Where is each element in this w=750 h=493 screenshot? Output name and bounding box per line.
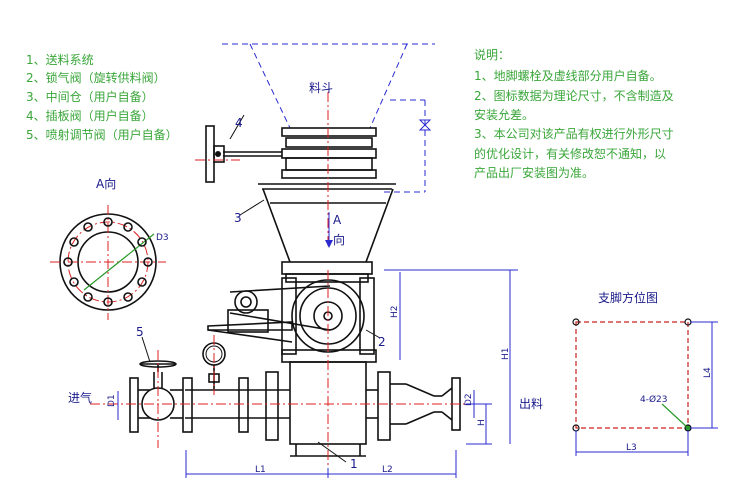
dim-l2: L2 <box>382 465 393 475</box>
dim-l4: L4 <box>703 367 713 378</box>
legend: 1、送料系统 2、锁气阀（旋转供料阀） 3、中间仓（用户自备） 4、插板阀（用户… <box>26 52 178 142</box>
arrow-a-letter: A <box>333 213 342 227</box>
hole-label: 4-Ø23 <box>640 394 668 405</box>
support-title: 支脚方位图 <box>598 290 658 305</box>
flow-labels: 进气 出料 <box>68 390 543 411</box>
dim-d1: D1 <box>107 394 117 407</box>
notes-line-5: 的优化设计，有关修改恕不通知，以 <box>474 146 666 161</box>
notes-line-1: 1、地脚螺栓及虚线部分用户自备。 <box>474 68 662 83</box>
support-outline <box>575 321 689 429</box>
hopper: 料斗 <box>222 43 435 193</box>
callout-4: 4 <box>235 116 243 130</box>
dim-d3: D3 <box>156 233 169 243</box>
conveying-system <box>129 342 461 457</box>
notes-line-6: 产品出厂安装图为准。 <box>474 165 594 180</box>
notes-line-3: 安装允差。 <box>474 107 534 122</box>
dim-h2: H2 <box>390 306 400 319</box>
intermediate-bin <box>258 183 396 263</box>
notes-line-2: 2、图标数据为理论尺寸，不含制造及 <box>474 88 674 103</box>
support-leg-layout: 支脚方位图 4-Ø23 L3 L4 <box>572 290 718 456</box>
legend-item-1: 1、送料系统 <box>26 52 94 67</box>
callout-3: 3 <box>234 211 242 225</box>
dim-d2: D2 <box>464 393 474 406</box>
view-arrow-a: A 向 <box>325 212 345 248</box>
dim-h1: H1 <box>501 348 511 361</box>
notes-title: 说明： <box>474 47 510 62</box>
gate-valve <box>205 125 377 183</box>
handwheel-hub-icon <box>215 151 221 157</box>
legend-item-2: 2、锁气阀（旋转供料阀） <box>26 70 166 85</box>
notes-line-4: 3、本公司对该产品有权进行外形尺寸 <box>474 127 674 141</box>
dimensions: D1 D2 H H1 H2 L1 L2 <box>107 269 518 478</box>
legend-item-3: 3、中间仓（用户自备） <box>26 89 154 104</box>
notes: 说明： 1、地脚螺栓及虚线部分用户自备。 2、图标数据为理论尺寸，不含制造及 安… <box>474 47 674 180</box>
outlet-label: 出料 <box>519 397 543 411</box>
callouts: 4 3 2 5 1 <box>136 114 386 471</box>
valve-symbol-icon <box>418 119 432 131</box>
callout-5: 5 <box>136 325 144 339</box>
arrow-a-dir: 向 <box>333 232 345 247</box>
bolt-holes <box>63 217 153 307</box>
dim-l1: L1 <box>255 465 266 475</box>
legend-item-5: 5、喷射调节阀（用户自备） <box>26 127 178 142</box>
legend-item-4: 4、插板阀（用户自备） <box>26 108 154 123</box>
hopper-label: 料斗 <box>309 81 333 95</box>
a-view-flange: A向 D3 <box>50 176 169 320</box>
rotary-airlock <box>207 261 377 363</box>
centerlines <box>90 92 470 468</box>
callout-2: 2 <box>378 335 386 349</box>
callout-1: 1 <box>350 457 358 471</box>
dim-l3: L3 <box>626 443 637 453</box>
a-view-title: A向 <box>96 176 116 191</box>
inlet-label: 进气 <box>68 390 92 405</box>
support-hole-icon <box>572 318 580 326</box>
dim-h: H <box>477 419 487 426</box>
